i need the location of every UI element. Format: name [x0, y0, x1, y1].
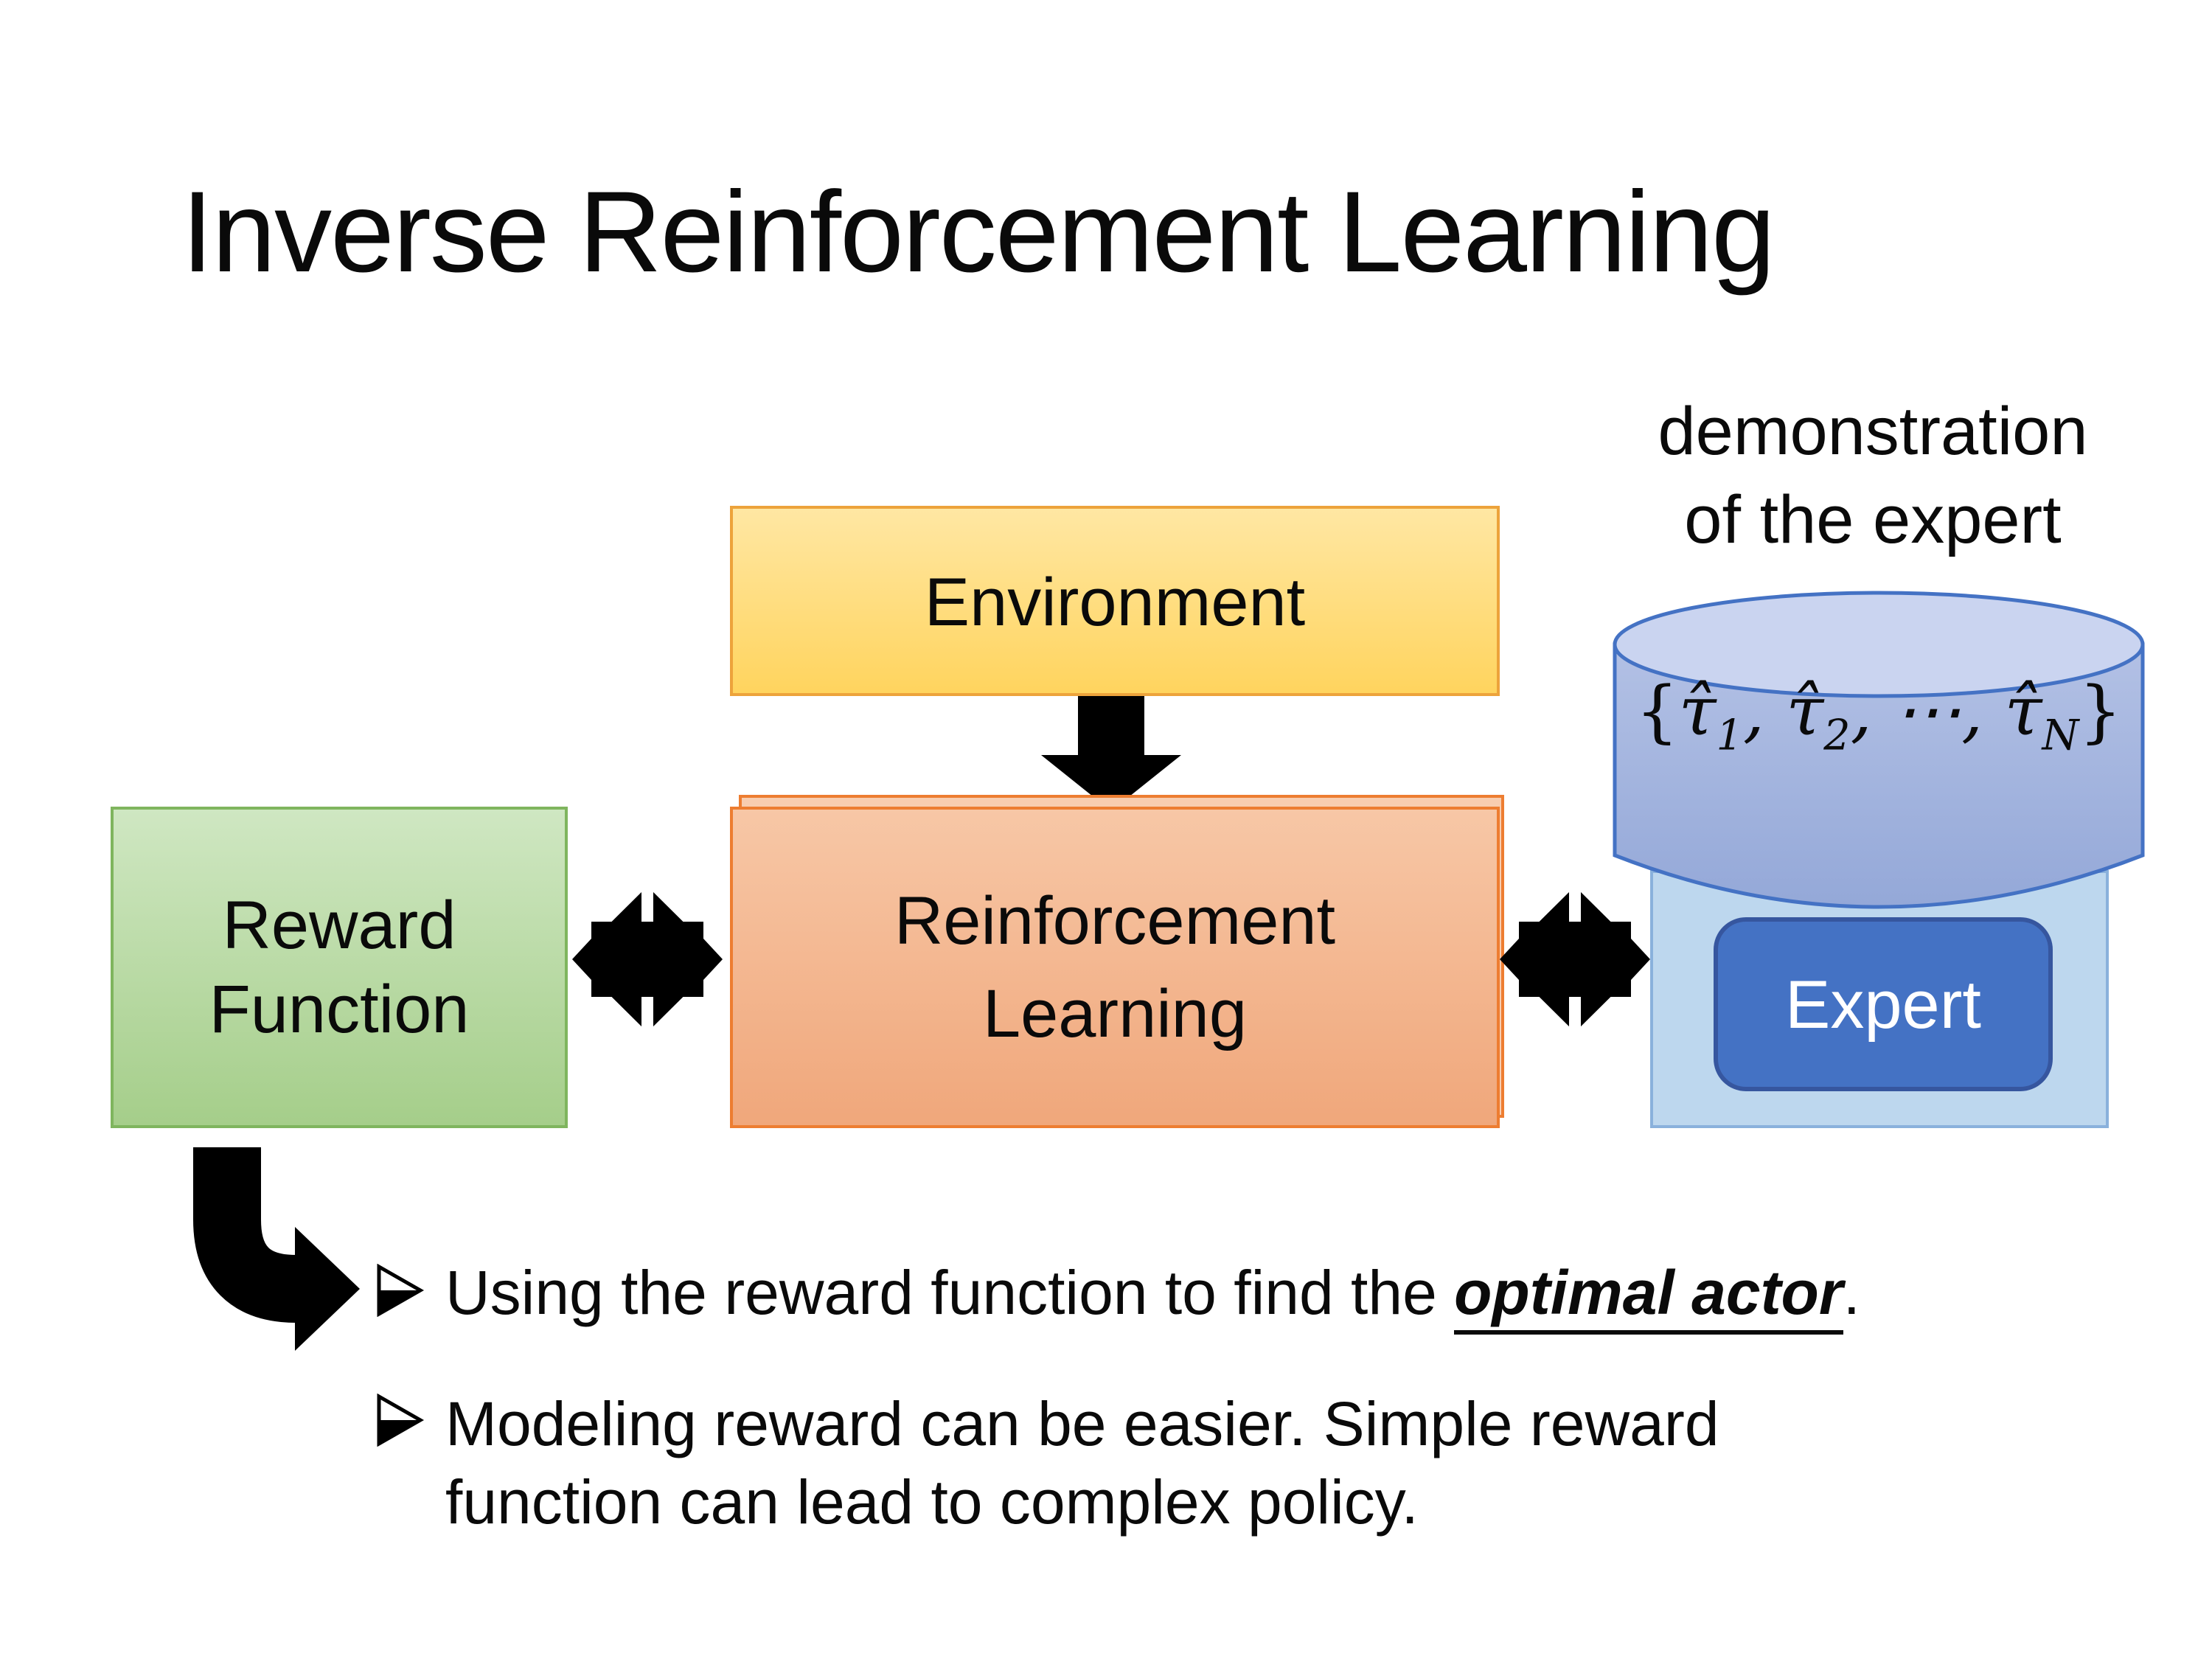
- bullet1-emphasis: optimal actor: [1454, 1258, 1843, 1335]
- environment-label: Environment: [924, 563, 1306, 639]
- bullet2-line1: Modeling reward can be easier. Simple re…: [445, 1389, 1719, 1458]
- demonstration-database-icon: [1613, 591, 2145, 909]
- expert-box: Expert: [1714, 917, 2053, 1091]
- bullet1-suffix: .: [1843, 1258, 1860, 1327]
- arrow-bullet-icon: [377, 1264, 425, 1317]
- formula-tauN: τ̂: [2004, 671, 2042, 751]
- formula-subN: N: [2042, 711, 2079, 760]
- reward-function-label-line1: Reward: [222, 886, 456, 963]
- formula-comma3: ,: [1961, 671, 2005, 751]
- formula-sub1: 1: [1716, 711, 1743, 760]
- arrow-bullet-icon: [377, 1394, 425, 1447]
- formula-close-brace: }: [2079, 671, 2122, 751]
- bent-arrow-icon: [193, 1147, 360, 1351]
- demonstration-label-line1: demonstration: [1658, 392, 2088, 469]
- formula-tau1: τ̂: [1678, 671, 1717, 751]
- formula-comma2: ,: [1850, 671, 1894, 751]
- bullet-item-1: Using the reward function to find the op…: [445, 1255, 1860, 1335]
- reinforcement-learning-box: Reinforcement Learning: [730, 807, 1500, 1128]
- bullet-item-2: Modeling reward can be easier. Simple re…: [445, 1385, 1719, 1541]
- reward-function-label-line2: Function: [209, 970, 470, 1047]
- bullet2-line2: function can lead to complex policy.: [445, 1467, 1419, 1537]
- formula-open-brace: {: [1635, 671, 1679, 751]
- environment-box: Environment: [730, 506, 1500, 696]
- expert-label: Expert: [1785, 966, 1981, 1043]
- demonstration-label: demonstration of the expert: [1556, 386, 2190, 563]
- down-arrow-icon: [1041, 696, 1181, 811]
- page-title: Inverse Reinforcement Learning: [181, 167, 1775, 296]
- formula-tau2: τ̂: [1786, 671, 1824, 751]
- demonstration-label-line2: of the expert: [1684, 481, 2062, 557]
- double-arrow-left-icon: [572, 885, 723, 1034]
- formula-comma1: ,: [1742, 671, 1787, 751]
- formula-sub2: 2: [1823, 711, 1851, 760]
- reinforcement-learning-label-line2: Learning: [982, 975, 1248, 1051]
- reinforcement-learning-label-line1: Reinforcement: [894, 882, 1336, 959]
- formula-dots: ⋯: [1893, 671, 1962, 751]
- trajectory-set-formula: {τ̂1, τ̂2, ⋯, τ̂N}: [1604, 671, 2153, 757]
- double-arrow-right-icon: [1500, 885, 1650, 1034]
- reward-function-box: Reward Function: [111, 807, 568, 1128]
- bullet1-prefix: Using the reward function to find the: [445, 1258, 1455, 1327]
